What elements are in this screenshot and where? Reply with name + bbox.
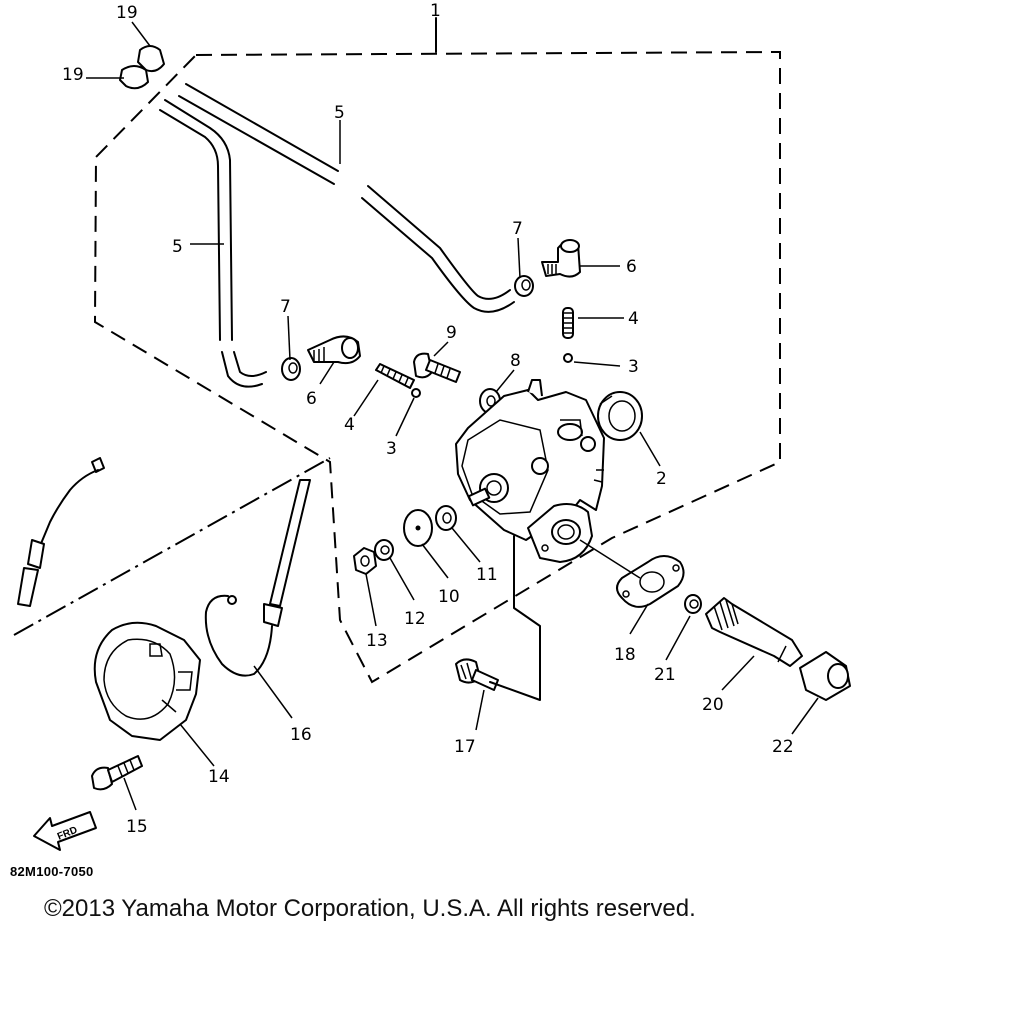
- callout-7-left: 7: [280, 297, 291, 317]
- front-arrow-icon: FRD: [33, 811, 97, 851]
- gasket-part-18: [616, 555, 685, 608]
- callout-16: 16: [290, 725, 312, 745]
- clamp-part-19-upper: [137, 45, 165, 73]
- callout-15: 15: [126, 817, 148, 837]
- callout-3-right: 3: [628, 357, 639, 377]
- check-ball-part-3-right: [563, 353, 573, 363]
- bolt-part-9: [413, 352, 461, 383]
- callout-1: 1: [430, 1, 441, 21]
- callout-8: 8: [510, 351, 521, 371]
- clamp-part-19-lower: [119, 65, 149, 90]
- callout-labels: 1 19 19 5 5 7 6 7 6 4 3 9 8 4 3 2 11 10 …: [62, 1, 794, 837]
- callout-6-left: 6: [306, 389, 317, 409]
- diagram-code: 82M100-7050: [10, 864, 94, 879]
- callout-11: 11: [476, 565, 498, 585]
- copyright-notice: ©2013 Yamaha Motor Corporation, U.S.A. A…: [44, 895, 696, 922]
- callout-7-right: 7: [512, 219, 523, 239]
- callout-13: 13: [366, 631, 388, 651]
- callout-19-lower: 19: [62, 65, 84, 85]
- check-ball-part-3-left: [411, 388, 421, 398]
- o-ring-part-21: [684, 594, 702, 614]
- clamp-part-7-left: [281, 357, 301, 381]
- callout-10: 10: [438, 587, 460, 607]
- bolt-part-17: [455, 658, 499, 691]
- callout-18: 18: [614, 645, 636, 665]
- hose-part-5-left: [159, 99, 267, 388]
- callout-22: 22: [772, 737, 794, 757]
- callout-21: 21: [654, 665, 676, 685]
- assembly-boundary: [93, 17, 781, 684]
- drive-shaft-part-20: [705, 597, 803, 667]
- clamp-part-7-right: [514, 275, 534, 297]
- callout-19-upper: 19: [116, 3, 138, 23]
- callout-5-left: 5: [172, 237, 183, 257]
- callout-5-upper: 5: [334, 103, 345, 123]
- bolt-part-15: [91, 755, 143, 791]
- washer-part-11: [435, 505, 457, 531]
- callout-14: 14: [208, 767, 230, 787]
- callout-4-right: 4: [628, 309, 639, 329]
- oil-pump-body: [455, 379, 605, 563]
- elbow-fitting-part-6-left: [307, 335, 361, 365]
- spring-part-4-right: [562, 307, 574, 339]
- callout-4-left: 4: [344, 415, 355, 435]
- plate-part-10: [403, 509, 433, 547]
- callout-17: 17: [454, 737, 476, 757]
- cap-part-22: [799, 651, 851, 701]
- callout-12: 12: [404, 609, 426, 629]
- sensor-lead: [17, 457, 105, 607]
- nut-part-13: [353, 547, 377, 575]
- oil-seal-part-2: [597, 391, 643, 441]
- leader-lines: [86, 21, 819, 811]
- cable-part-16: [204, 479, 311, 677]
- lock-washer-part-12: [374, 539, 394, 561]
- callout-3-left: 3: [386, 439, 397, 459]
- cover-part-14: [93, 621, 201, 741]
- elbow-fitting-part-6-right: [541, 239, 581, 278]
- callout-20: 20: [702, 695, 724, 715]
- spring-part-4-left: [375, 363, 415, 389]
- section-line: [13, 457, 331, 636]
- callout-2: 2: [656, 469, 667, 489]
- callout-9: 9: [446, 323, 457, 343]
- callout-6-right: 6: [626, 257, 637, 277]
- hose-part-5-upper: [178, 83, 515, 313]
